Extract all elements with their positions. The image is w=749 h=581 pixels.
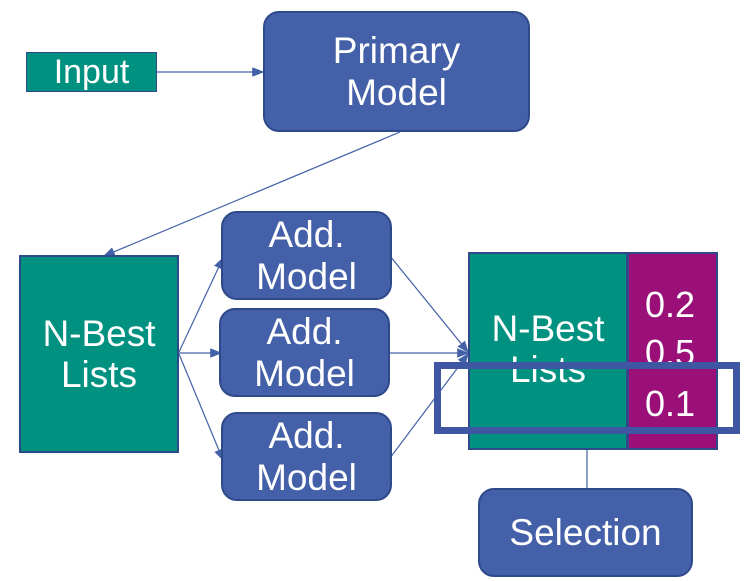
add-model-1-node: Add. Model [221,211,392,300]
score-3: 0.1 [645,383,696,424]
selection-label: Selection [509,511,662,553]
arrow-nbest-to-add1 [178,256,224,353]
scores-column [627,252,718,450]
add-model-3-label: Add. Model [256,415,357,498]
score-1: 0.2 [645,284,696,325]
arrow-primary-to-nbest [102,131,401,257]
arrow-nbest-to-add3 [178,353,224,462]
nbest-lists-right-label: N-Best Lists [491,307,605,390]
arrow-add1-to-nbest [389,255,469,353]
add-model-2-label: Add. Model [254,311,355,394]
input-node: Input [26,52,157,92]
primary-model-label: Primary Model [332,30,461,113]
selection-node: Selection [478,488,693,577]
nbest-lists-left-node: N-Best Lists [19,255,179,453]
nbest-lists-left-label: N-Best Lists [42,312,156,395]
add-model-3-node: Add. Model [221,412,392,501]
primary-model-node: Primary Model [263,11,530,132]
add-model-2-node: Add. Model [219,308,390,397]
input-label: Input [53,52,130,91]
arrow-add3-to-nbest [389,353,469,459]
add-model-1-label: Add. Model [256,214,357,297]
selection-highlight-frame [434,362,740,434]
